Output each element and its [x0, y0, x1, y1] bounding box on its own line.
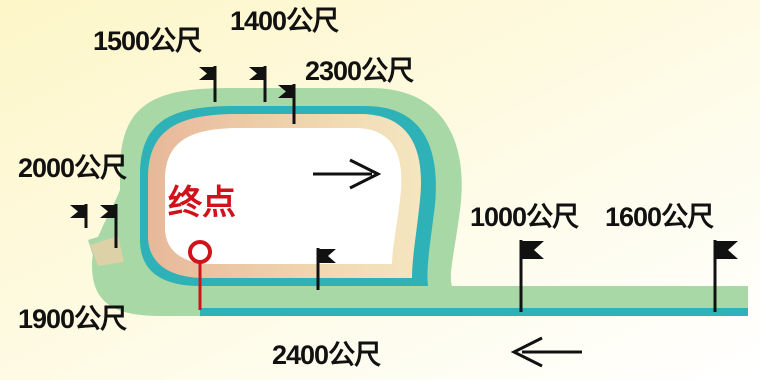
finish-post	[188, 240, 212, 310]
arrow-right-icon	[313, 158, 382, 190]
bottom-rail	[200, 308, 748, 316]
flag-inner-finish	[316, 248, 336, 290]
arrow-left-icon	[510, 336, 582, 368]
marker-label-2000: 2000公尺	[18, 153, 127, 183]
flag-2300	[278, 84, 296, 124]
flag-1400	[249, 66, 267, 102]
marker-label-1600: 1600公尺	[605, 202, 714, 232]
marker-label-1900: 1900公尺	[18, 304, 127, 334]
marker-label-1400: 1400公尺	[230, 6, 339, 36]
marker-label-1500: 1500公尺	[93, 26, 202, 56]
marker-label-1000: 1000公尺	[470, 202, 579, 232]
flag-1000	[519, 240, 544, 312]
finish-label: 终点	[168, 183, 236, 223]
flag-1500	[199, 66, 217, 102]
marker-label-2300: 2300公尺	[305, 56, 414, 86]
flag-2000-a	[70, 204, 88, 228]
flag-1600	[713, 240, 738, 312]
marker-label-2400: 2400公尺	[272, 340, 381, 370]
infield	[165, 128, 402, 264]
flag-2000-b	[100, 204, 118, 248]
